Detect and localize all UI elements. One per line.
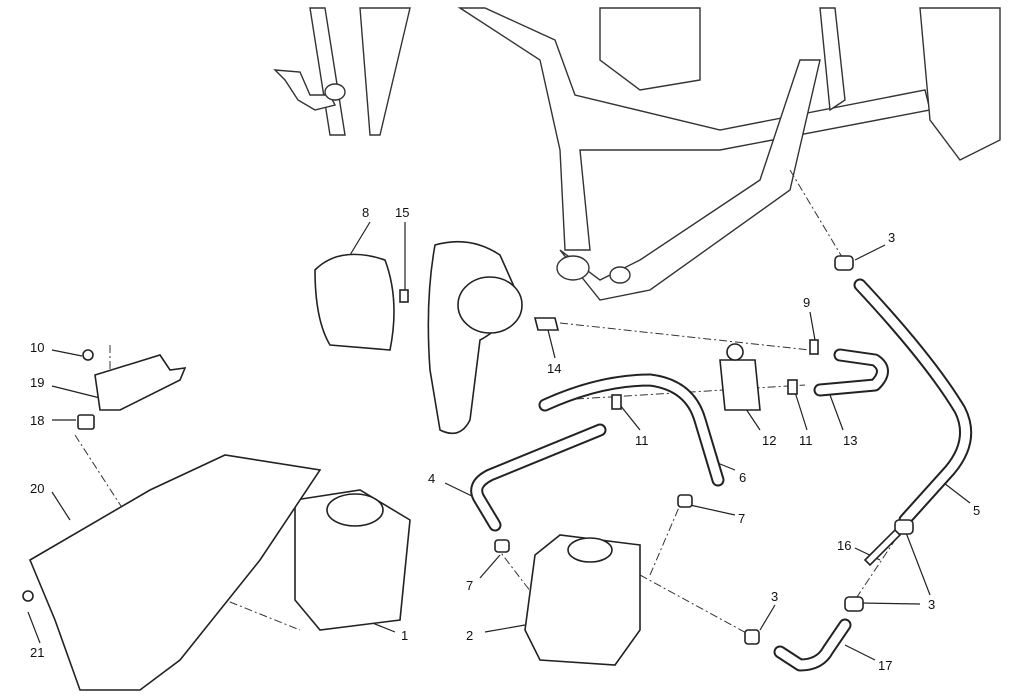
callout-2: 2 (466, 628, 473, 643)
callout-3: 3 (771, 589, 778, 604)
callout-17: 17 (878, 658, 892, 673)
callout-10: 10 (30, 340, 44, 355)
callout-11: 11 (799, 433, 813, 448)
callout-15: 15 (395, 205, 409, 220)
callout-4: 4 (428, 471, 435, 486)
callout-7: 7 (466, 578, 473, 593)
hoses (470, 278, 973, 672)
callout-16: 16 (837, 538, 851, 553)
callout-20: 20 (30, 481, 44, 496)
callout-1: 1 (401, 628, 408, 643)
callout-7: 7 (738, 511, 745, 526)
callout-11: 11 (635, 433, 649, 448)
parts (22, 240, 914, 691)
callout-8: 8 (362, 205, 369, 220)
callout-3: 3 (888, 230, 895, 245)
callout-12: 12 (762, 433, 776, 448)
callout-3: 3 (928, 597, 935, 612)
callout-13: 13 (843, 433, 857, 448)
leader-lines (27, 221, 971, 661)
callout-18: 18 (30, 413, 44, 428)
callout-14: 14 (547, 361, 561, 376)
callout-6: 6 (739, 470, 746, 485)
callout-5: 5 (973, 503, 980, 518)
motorcycle-frame (273, 7, 1001, 301)
callout-9: 9 (803, 295, 810, 310)
callout-21: 21 (30, 645, 44, 660)
callout-labels: 8 15 3 9 14 10 19 18 11 12 11 13 6 4 7 5… (30, 205, 980, 673)
callout-19: 19 (30, 375, 44, 390)
